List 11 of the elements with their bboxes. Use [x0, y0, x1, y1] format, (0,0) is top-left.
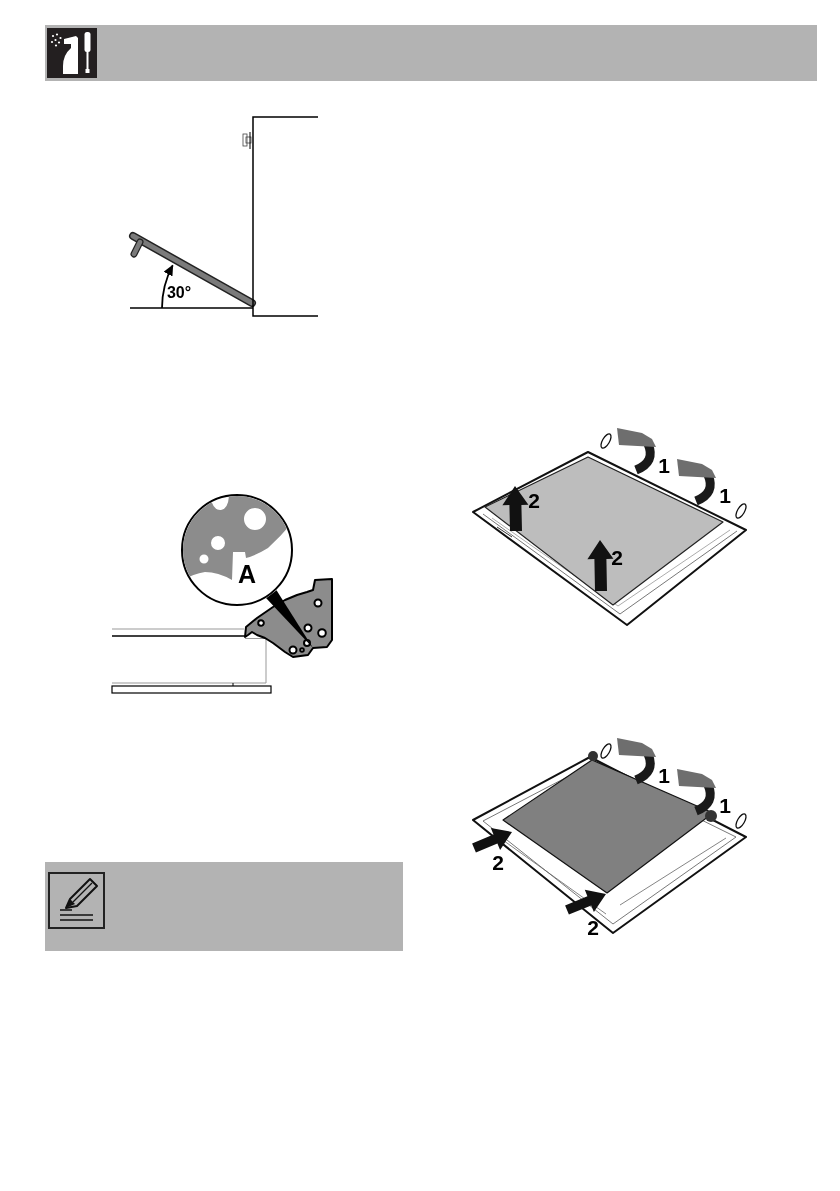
detail-letter: A: [237, 561, 257, 587]
step-number: 1: [658, 454, 670, 476]
callout-pointer: [266, 590, 313, 648]
step-number: 2: [611, 546, 623, 568]
step-number: 1: [719, 484, 731, 506]
step-number: 1: [719, 794, 731, 816]
angle-label: 30°: [166, 285, 192, 301]
step-number: 2: [528, 489, 540, 511]
step-number: 2: [492, 851, 504, 873]
step-number: 2: [587, 916, 599, 938]
step-number: 1: [658, 764, 670, 786]
